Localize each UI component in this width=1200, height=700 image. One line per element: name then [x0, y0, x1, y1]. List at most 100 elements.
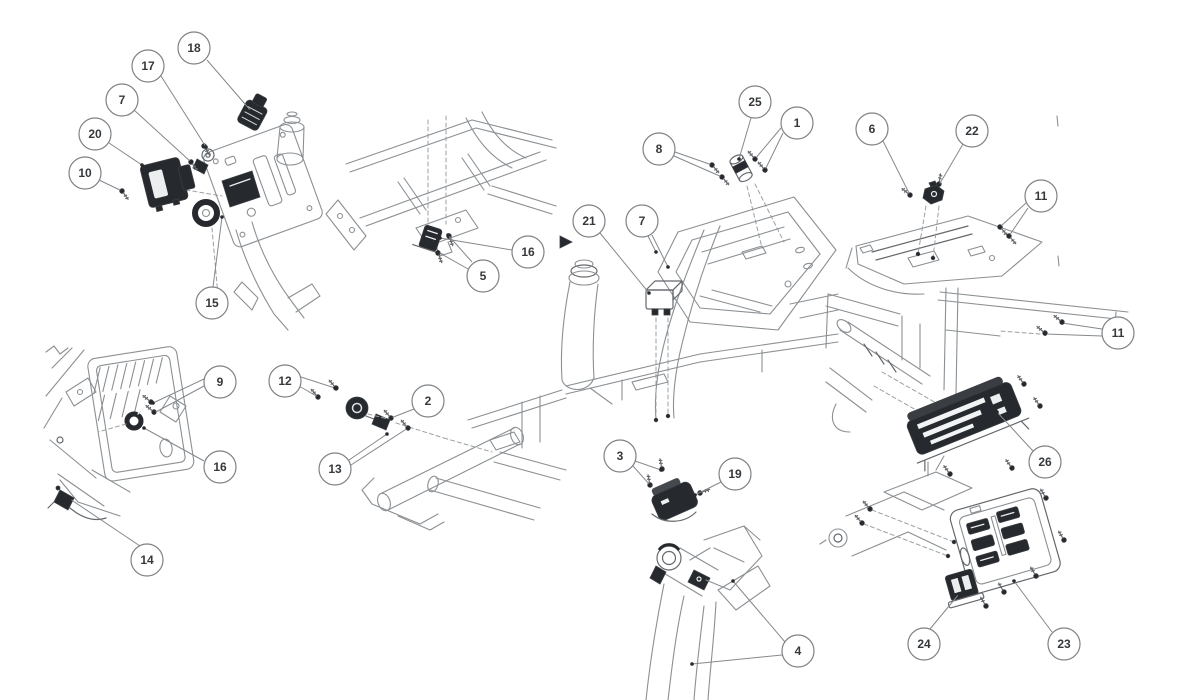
leader-line — [143, 427, 205, 462]
leader-end-dot — [389, 416, 393, 420]
callout-circle — [203, 365, 237, 399]
callout-number: 1 — [794, 116, 801, 130]
leader-end-dot — [666, 265, 670, 269]
leader-end-dot — [385, 432, 389, 436]
callout-circle — [955, 114, 989, 148]
callout-7: 7 — [625, 204, 670, 269]
callout-number: 26 — [1038, 455, 1052, 469]
leader-line — [447, 234, 473, 263]
leader-end-dot — [189, 160, 193, 164]
leader-line — [599, 232, 650, 294]
callout-number: 4 — [795, 644, 802, 658]
callout-circle — [1101, 316, 1135, 350]
leader-line — [160, 75, 207, 148]
callout-12: 12 — [268, 364, 337, 399]
leader-end-dot — [333, 386, 337, 390]
leader-end-dot — [249, 109, 253, 113]
leader-end-dot — [753, 157, 757, 161]
callout-number: 11 — [1112, 326, 1125, 340]
callout-circle — [195, 286, 229, 320]
leader-end-dot — [220, 215, 224, 219]
callout-circle — [411, 384, 445, 418]
leader-line — [300, 376, 336, 389]
leader-line — [1013, 580, 1053, 633]
leader-line — [674, 151, 713, 166]
leader-line — [694, 481, 722, 496]
callout-circle — [68, 156, 102, 190]
leader-end-dot — [316, 395, 320, 399]
leader-end-dot — [438, 236, 442, 240]
leader-line — [647, 235, 657, 253]
leader-line — [651, 234, 669, 268]
callout-11: 11 — [1043, 316, 1135, 350]
view-front-frame-relay — [325, 111, 557, 264]
leader-line — [999, 202, 1027, 228]
leader-line — [691, 654, 783, 665]
view-frame-horn — [308, 379, 567, 531]
callout-23: 23 — [1012, 579, 1081, 661]
callout-number: 14 — [140, 553, 154, 567]
view-fuse-panel — [819, 455, 1070, 610]
callout-number: 3 — [617, 449, 624, 463]
callout-number: 16 — [213, 460, 227, 474]
leader-line — [882, 140, 911, 196]
leader-line — [632, 465, 651, 486]
callout-circle — [780, 106, 814, 140]
leader-end-dot — [1007, 234, 1011, 238]
view-console-tank-relay — [559, 150, 839, 423]
leader-end-dot — [690, 662, 694, 666]
callout-circle — [855, 112, 889, 146]
callout-circle — [572, 204, 606, 238]
callout-10: 10 — [68, 156, 124, 193]
leader-line — [206, 59, 252, 112]
leader-line — [133, 109, 192, 163]
leader-end-dot — [1060, 321, 1064, 325]
callout-7: 7 — [105, 83, 193, 164]
callout-number: 2 — [425, 394, 432, 408]
callout-21: 21 — [572, 204, 651, 295]
leader-end-dot — [1012, 579, 1016, 583]
leader-end-dot — [995, 410, 999, 414]
leader-end-dot — [908, 193, 912, 197]
callout-number: 20 — [88, 127, 102, 141]
leader-line — [732, 580, 786, 643]
leader-end-dot — [151, 401, 155, 405]
leader-end-dot — [710, 163, 714, 167]
leader-line — [390, 408, 415, 419]
view-dash-switch-panel — [117, 93, 323, 331]
leader-end-dot — [654, 250, 658, 254]
callout-number: 7 — [639, 214, 646, 228]
leader-end-dot — [152, 411, 156, 415]
leader-end-dot — [659, 468, 663, 472]
view-radiator-clamp-sensor — [43, 345, 195, 521]
callout-circle — [105, 83, 139, 117]
leader-end-dot — [142, 426, 146, 430]
callout-number: 19 — [728, 467, 742, 481]
callout-number: 21 — [582, 214, 596, 228]
callout-number: 25 — [748, 95, 762, 109]
callout-number: 16 — [521, 245, 535, 259]
callout-number: 22 — [965, 124, 979, 138]
callout-circle — [718, 457, 752, 491]
leader-line — [69, 498, 141, 547]
leader-end-dot — [693, 493, 697, 497]
leader-line — [738, 117, 752, 160]
callout-5: 5 — [436, 233, 500, 293]
callout-number: 10 — [78, 166, 92, 180]
leader-line — [1061, 322, 1103, 330]
callout-6: 6 — [855, 112, 912, 197]
callout-8: 8 — [642, 132, 724, 179]
leader-line — [348, 433, 388, 461]
leader-end-dot — [737, 157, 741, 161]
leader-end-dot — [436, 250, 440, 254]
callout-25: 25 — [737, 85, 772, 161]
callout-19: 19 — [693, 457, 752, 497]
leader-line — [98, 179, 123, 192]
leader-end-dot — [140, 163, 144, 167]
leader-line — [1008, 207, 1029, 237]
leader-end-dot — [957, 592, 961, 596]
leader-end-dot — [1043, 332, 1047, 336]
callout-circle — [738, 85, 772, 119]
leader-line — [153, 385, 205, 414]
